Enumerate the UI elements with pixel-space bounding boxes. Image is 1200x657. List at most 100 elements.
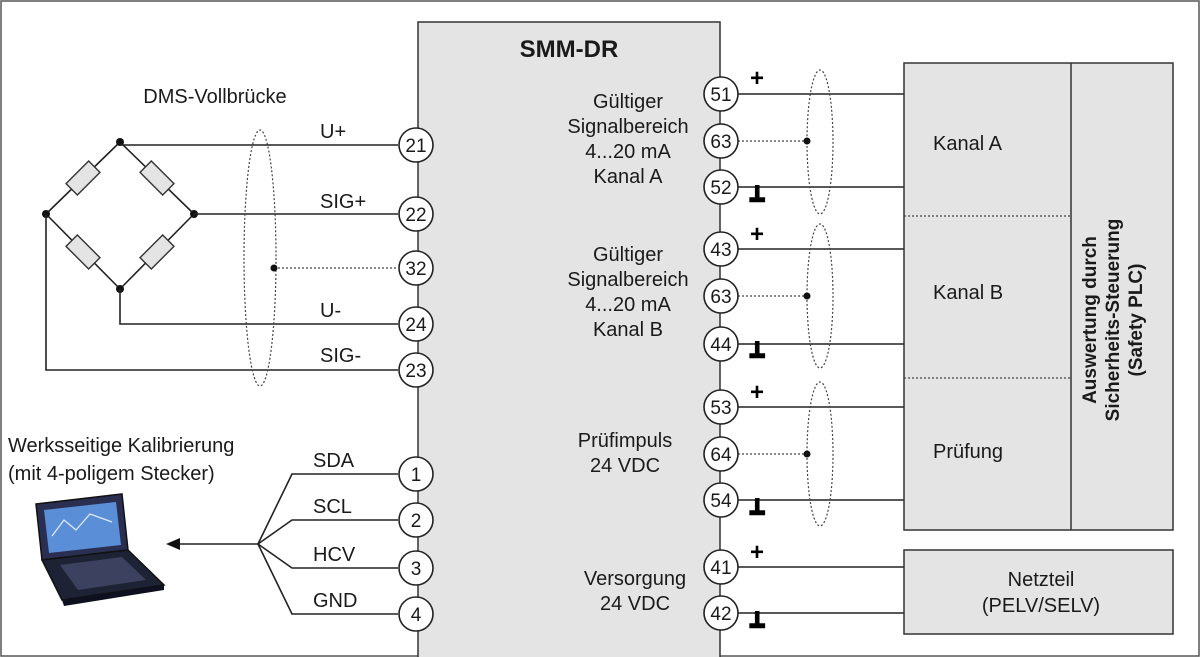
terminal: 63: [703, 278, 739, 314]
output-description: Gültiger Signalbereich 4...20 mA Kanal A: [567, 91, 688, 188]
terminal: 51: [703, 76, 739, 112]
resistor: [139, 160, 175, 196]
signal-label: SIG+: [320, 191, 366, 213]
laptop-icon: [35, 493, 166, 606]
svg-text:Auswertung durch: Auswertung durch: [1080, 236, 1101, 404]
terminal: 43: [703, 231, 739, 267]
module-body: [417, 21, 721, 657]
svg-text:(Safety PLC): (Safety PLC): [1126, 264, 1147, 377]
svg-text:Signalbereich: Signalbereich: [567, 116, 688, 138]
terminal: 63: [703, 123, 739, 159]
terminal: 2: [398, 502, 434, 538]
psu-label: Netzteil: [1008, 569, 1075, 591]
svg-text:Versorgung: Versorgung: [584, 568, 686, 590]
calibration-wires: [166, 473, 398, 615]
ground-marker: ┻: [749, 498, 766, 527]
svg-text:1: 1: [411, 465, 422, 486]
terminal: 4: [398, 596, 434, 632]
bridge-label: DMS-Vollbrücke: [143, 86, 286, 108]
svg-text:22: 22: [405, 205, 426, 226]
signal-label: HCV: [313, 544, 356, 566]
shield-ellipse: [806, 223, 834, 369]
svg-text:53: 53: [710, 398, 731, 419]
calibration-label: Werksseitige Kalibrierung: [8, 435, 234, 457]
svg-text:Kanal A: Kanal A: [594, 166, 664, 188]
svg-text:Kanal B: Kanal B: [593, 319, 663, 341]
terminal: 24: [398, 306, 434, 342]
ground-marker: ┻: [749, 611, 766, 640]
psu-label: (PELV/SELV): [982, 595, 1100, 617]
safety-plc-box: [903, 62, 1174, 531]
terminal: 41: [703, 549, 739, 585]
shield-ellipse: [806, 69, 834, 215]
power-supply-box: [903, 549, 1174, 635]
plus-marker: +: [750, 65, 764, 92]
signal-label: U+: [320, 121, 346, 143]
svg-text:Sicherheits-Steuerung: Sicherheits-Steuerung: [1103, 219, 1124, 422]
svg-text:Gültiger: Gültiger: [593, 91, 663, 113]
signal-label: SIG-: [320, 345, 361, 367]
resistor: [65, 234, 101, 270]
svg-text:43: 43: [710, 240, 731, 261]
svg-text:Prüfimpuls: Prüfimpuls: [578, 430, 672, 452]
terminal: 32: [398, 250, 434, 286]
svg-text:3: 3: [411, 559, 422, 580]
svg-text:41: 41: [710, 558, 731, 579]
plus-marker: +: [750, 221, 764, 248]
svg-text:42: 42: [710, 604, 731, 625]
svg-text:2: 2: [411, 511, 422, 532]
resistor: [139, 234, 175, 270]
terminal: 3: [398, 550, 434, 586]
svg-text:52: 52: [710, 178, 731, 199]
terminal: 1: [398, 456, 434, 492]
plc-title: Auswertung durch Sicherheits-Steuerung (…: [1080, 219, 1147, 422]
signal-label: U-: [320, 300, 341, 322]
terminal: 21: [398, 127, 434, 163]
ground-marker: ┻: [749, 185, 766, 214]
svg-text:24 VDC: 24 VDC: [600, 593, 670, 615]
module-title: SMM-DR: [520, 36, 619, 63]
plus-marker: +: [750, 379, 764, 406]
bridge-wires: [45, 129, 398, 387]
svg-text:44: 44: [710, 335, 732, 356]
svg-text:21: 21: [405, 136, 426, 157]
svg-text:4...20 mA: 4...20 mA: [585, 294, 671, 316]
output-wires: [738, 69, 904, 614]
output-description: Versorgung 24 VDC: [584, 568, 686, 615]
svg-text:51: 51: [710, 85, 731, 106]
svg-text:63: 63: [710, 287, 731, 308]
svg-text:23: 23: [405, 361, 426, 382]
svg-text:63: 63: [710, 132, 731, 153]
terminal: 44: [703, 326, 739, 362]
bridge-symbol: [42, 138, 198, 293]
plc-channel-label: Kanal A: [933, 133, 1003, 155]
terminal: 22: [398, 196, 434, 232]
svg-text:Gültiger: Gültiger: [593, 244, 663, 266]
svg-text:24 VDC: 24 VDC: [590, 455, 660, 477]
svg-text:Signalbereich: Signalbereich: [567, 269, 688, 291]
shield-ellipse: [806, 381, 834, 527]
terminal: 23: [398, 352, 434, 388]
output-description: Prüfimpuls 24 VDC: [578, 430, 672, 477]
terminal: 53: [703, 389, 739, 425]
plc-channel-label: Kanal B: [933, 282, 1003, 304]
svg-text:24: 24: [405, 315, 427, 336]
resistor: [65, 160, 101, 196]
plc-channel-label: Prüfung: [933, 441, 1003, 463]
svg-text:54: 54: [710, 491, 732, 512]
signal-label: SDA: [313, 450, 355, 472]
terminal: 64: [703, 436, 739, 472]
calibration-label: (mit 4-poligem Stecker): [8, 463, 215, 485]
signal-label: SCL: [313, 496, 352, 518]
ground-marker: ┻: [749, 341, 766, 370]
output-description: Gültiger Signalbereich 4...20 mA Kanal B: [567, 244, 688, 341]
terminal: 54: [703, 482, 739, 518]
terminal: 52: [703, 169, 739, 205]
svg-text:32: 32: [405, 259, 426, 280]
svg-text:4...20 mA: 4...20 mA: [585, 141, 671, 163]
plus-marker: +: [750, 539, 764, 566]
signal-label: GND: [313, 590, 357, 612]
terminal: 42: [703, 595, 739, 631]
shield-ellipse: [243, 129, 277, 387]
